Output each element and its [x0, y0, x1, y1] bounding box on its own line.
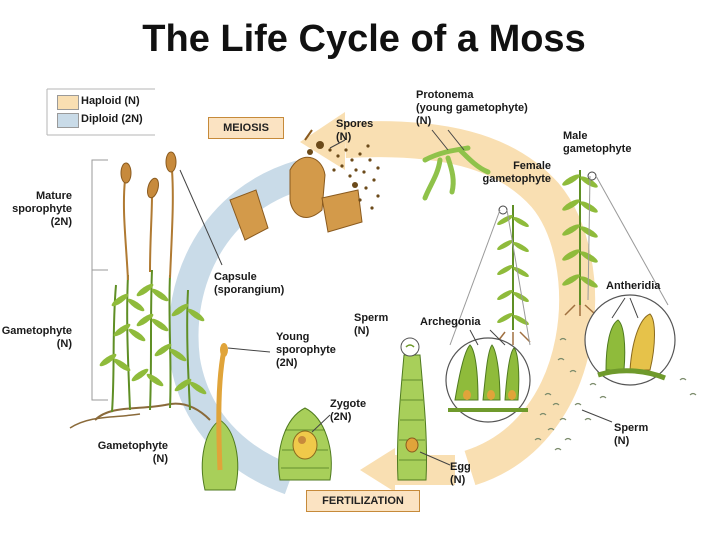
female-gametophyte-plant: [494, 205, 531, 346]
legend-bracket: [46, 88, 155, 136]
page-title: The Life Cycle of a Moss: [142, 18, 586, 60]
left-bracket: [91, 159, 108, 401]
zoom-lines: [449, 175, 669, 346]
mature-moss-plant: [69, 151, 223, 429]
legend-label-haploid: Haploid (N): [81, 95, 140, 107]
sperm-top-label: Sperm(N): [354, 312, 389, 337]
diploid-swatch: [57, 113, 79, 128]
protonema-illustration: [422, 145, 491, 201]
protonema-label: Protonema(young gametophyte)(N): [416, 89, 528, 127]
archegonia-circle: [445, 337, 531, 423]
zygote-label: Zygote(2N): [330, 398, 367, 423]
capsule-label: Capsule(sporangium): [214, 271, 285, 296]
capsule-illustrations: [229, 129, 380, 241]
spores-label: Spores(N): [336, 118, 374, 143]
antheridia-circle: [584, 294, 676, 386]
sperm-cells: [534, 337, 697, 451]
gametophyte-bottom-label: Gametophyte(N): [97, 440, 168, 465]
egg-label: Egg(N): [450, 461, 471, 486]
meiosis-box: MEIOSIS: [208, 117, 284, 139]
haploid-swatch: [57, 95, 79, 110]
antheridia-label: Antheridia: [606, 280, 661, 292]
fertilization-box: FERTILIZATION: [306, 490, 420, 512]
sperm-right-label: Sperm(N): [614, 422, 649, 447]
legend-label-diploid: Diploid (2N): [81, 113, 143, 125]
young-sporophyte-detail: [201, 343, 239, 491]
archegonia-label: Archegonia: [420, 316, 481, 328]
zygote-detail: [278, 407, 332, 481]
gametophyte-left-label: Gametophyte(N): [1, 325, 72, 350]
archegonium-detail: [396, 337, 428, 481]
